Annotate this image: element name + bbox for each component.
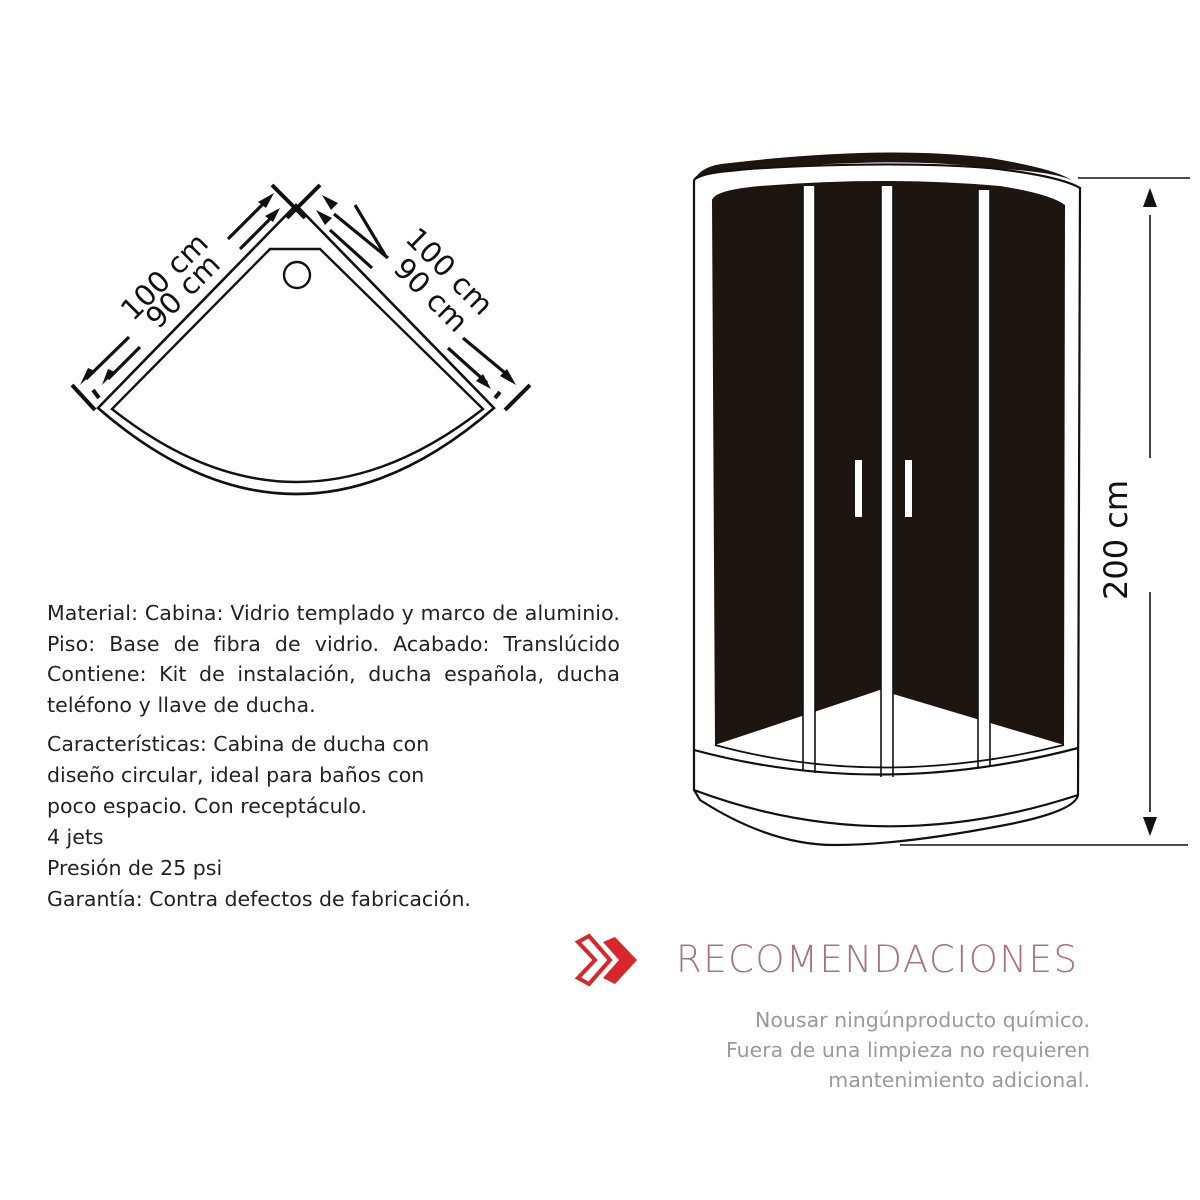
door-handle-right (905, 460, 912, 517)
features-line: Características: Cabina de ducha con (47, 732, 430, 756)
features-list: Características: Cabina de ducha con dis… (47, 729, 607, 915)
warranty-line: Garantía: Contra defectos de fabricación… (47, 887, 471, 911)
features-line: diseño circular, ideal para baños con (47, 763, 425, 787)
recommendation-line: Fuera de una limpieza no requieren (725, 1038, 1090, 1062)
jets-line: 4 jets (47, 825, 104, 849)
features-line: poco espacio. Con receptáculo. (47, 794, 368, 818)
pressure-line: Presión de 25 psi (47, 856, 223, 880)
shower-cabin-drawing: 200 cm (692, 152, 1190, 847)
material-description: Material: Cabina: Vidrio templado y marc… (47, 601, 620, 717)
recommendation-line: mantenimiento adicional. (828, 1068, 1090, 1092)
recommendations-body: Nousar ningúnproducto químico. Fuera de … (650, 1005, 1090, 1095)
height-dimension-label: 200 cm (1097, 480, 1135, 600)
recommendations-title: RECOMENDACIONES (676, 938, 1079, 981)
recommendation-line: Nousar ningúnproducto químico. (755, 1008, 1090, 1032)
double-chevron-right-icon (574, 933, 637, 987)
floor-plan-diagram: 100 cm 90 cm 100 cm 90 cm (70, 183, 532, 496)
drain-icon (282, 260, 312, 290)
door-handle-left (855, 460, 862, 517)
